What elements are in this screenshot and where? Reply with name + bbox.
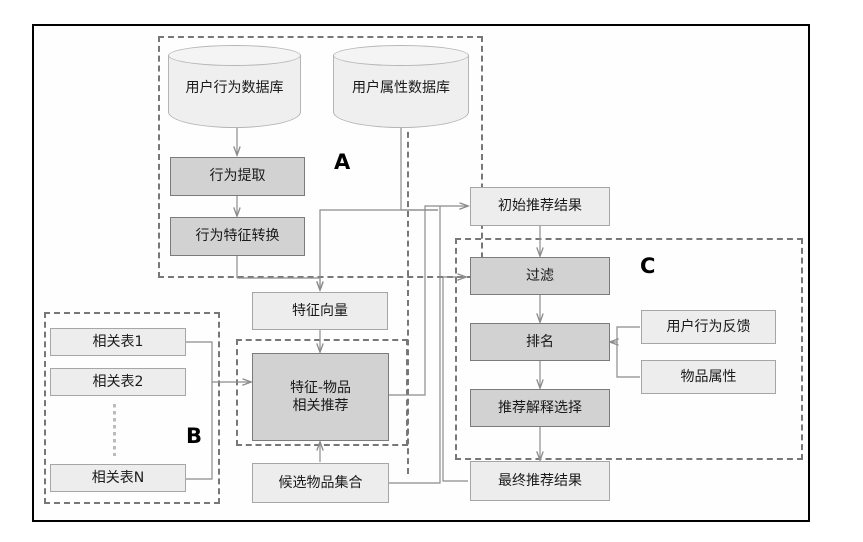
node-behavior-extraction[interactable]: 行为提取: [170, 157, 305, 196]
node-related-table-1[interactable]: 相关表1: [50, 328, 186, 356]
node-ranking[interactable]: 排名: [470, 323, 610, 361]
cylinder-body: [333, 55, 469, 128]
node-feature-vector[interactable]: 特征向量: [252, 292, 388, 330]
node-feature-item-recommend[interactable]: 特征-物品 相关推荐: [252, 353, 389, 441]
node-feature-item-recommend-line2: 相关推荐: [292, 398, 349, 414]
database-user-attribute: 用户属性数据库: [333, 45, 469, 128]
node-recommend-explanation-select[interactable]: 推荐解释选择: [470, 389, 610, 427]
cylinder-top: [168, 45, 301, 66]
node-item-attribute[interactable]: 物品属性: [641, 360, 776, 394]
database-user-behavior-label: 用户行为数据库: [185, 79, 284, 96]
node-initial-recommend-result[interactable]: 初始推荐结果: [470, 187, 610, 226]
node-user-behavior-feedback[interactable]: 用户行为反馈: [641, 310, 776, 344]
node-related-table-2[interactable]: 相关表2: [50, 368, 186, 396]
group-label-b: B: [186, 424, 203, 448]
group-box-b: [44, 312, 220, 504]
cylinder-body: [168, 55, 301, 128]
node-behavior-feature-transform[interactable]: 行为特征转换: [170, 217, 305, 256]
node-feature-item-recommend-line1: 特征-物品: [289, 379, 352, 396]
node-candidate-item-set[interactable]: 候选物品集合: [252, 463, 389, 503]
database-user-attribute-label: 用户属性数据库: [352, 79, 450, 96]
node-filter[interactable]: 过滤: [470, 257, 610, 295]
cylinder-top: [333, 45, 469, 66]
ellipsis-vertical-dots: [113, 404, 116, 456]
group-label-c: C: [640, 254, 656, 278]
node-final-recommend-result[interactable]: 最终推荐结果: [470, 461, 610, 501]
database-user-behavior: 用户行为数据库: [168, 45, 301, 128]
node-related-table-n[interactable]: 相关表N: [50, 464, 186, 492]
group-label-a: A: [334, 150, 351, 174]
